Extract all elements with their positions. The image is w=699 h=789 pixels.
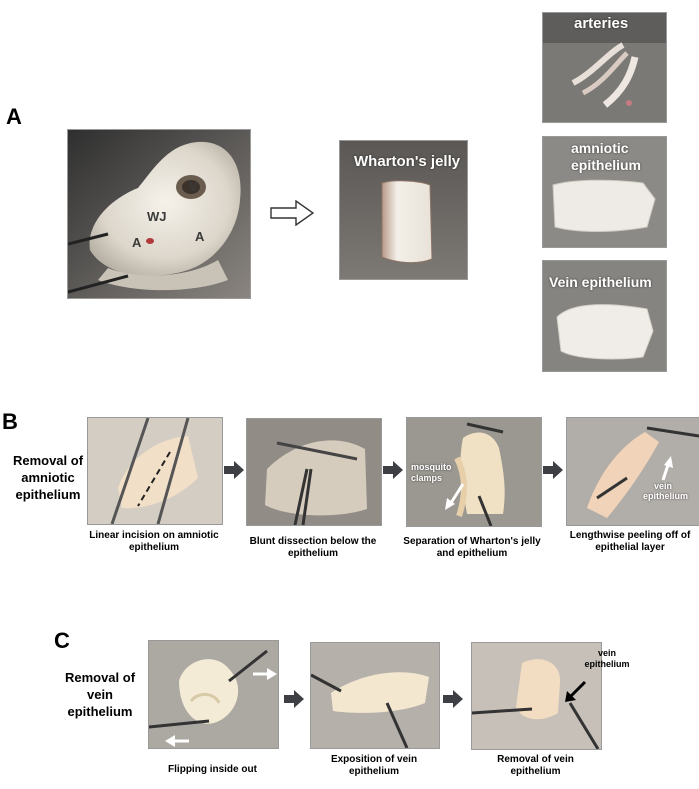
white-arrow-icon	[445, 483, 465, 510]
panel-c-title: Removal of vein epithelium	[64, 670, 136, 719]
step-c2-caption: Exposition of vein epithelium	[330, 754, 418, 777]
vein-epithelium-label: Vein epithelium	[549, 274, 652, 290]
step-arrow-icon	[543, 461, 563, 479]
right-arrow-icon	[270, 200, 314, 226]
artery-label-a2: A	[195, 229, 205, 244]
vein-epithelium-c-label: vein epithelium	[584, 648, 630, 669]
step-c1-photo	[148, 640, 279, 749]
amniotic-epithelium-label: amniotic epithelium	[571, 140, 642, 173]
step-b3-photo: mosquito clamps	[406, 417, 542, 527]
step-arrow-icon	[443, 690, 463, 708]
step-b2-caption: Blunt dissection below the epithelium	[249, 536, 377, 559]
white-arrow-icon	[253, 668, 277, 680]
arteries-label: arteries	[574, 15, 629, 32]
panel-b-title: Removal of amniotic epithelium	[12, 453, 84, 502]
arteries-photo: arteries	[542, 12, 667, 123]
step-c3-caption: Removal of vein epithelium	[497, 754, 574, 777]
amniotic-epithelium-photo: amniotic epithelium	[542, 136, 667, 248]
step-c2-photo	[310, 642, 440, 749]
vein-epithelium-b-label: vein epithelium	[643, 481, 689, 501]
white-arrow-icon	[661, 456, 673, 481]
step-b3-caption: Separation of Wharton's jelly and epithe…	[403, 536, 541, 559]
whartons-jelly-label: Wharton's jelly	[354, 153, 461, 170]
vein-label-v: V	[189, 179, 198, 194]
panel-c-letter: C	[54, 628, 70, 653]
whartons-jelly-photo: Wharton's jelly	[339, 140, 468, 280]
cord-cross-section-photo: V WJ A A	[67, 129, 251, 299]
step-arrow-icon	[383, 461, 403, 479]
black-arrow-icon	[565, 680, 587, 702]
step-arrow-icon	[224, 461, 244, 479]
step-c3-photo	[471, 642, 602, 750]
panel-a-letter: A	[6, 104, 22, 129]
step-b2-photo	[246, 418, 382, 526]
wharton-label-wj: WJ	[147, 209, 167, 224]
panel-b-letter: B	[2, 409, 18, 434]
step-c1-caption: Flipping inside out	[168, 764, 257, 775]
step-b1-caption: Linear incision on amniotic epithelium	[89, 530, 219, 553]
mosquito-clamps-label: mosquito clamps	[411, 462, 452, 483]
vein-epithelium-photo: Vein epithelium	[542, 260, 667, 372]
step-b4-caption: Lengthwise peeling off of epithelial lay…	[569, 530, 691, 553]
step-b1-photo	[87, 417, 223, 525]
white-arrow-icon	[165, 735, 189, 747]
step-arrow-icon	[284, 690, 304, 708]
step-b4-photo: vein epithelium	[566, 417, 699, 526]
artery-label-a1: A	[132, 235, 142, 250]
